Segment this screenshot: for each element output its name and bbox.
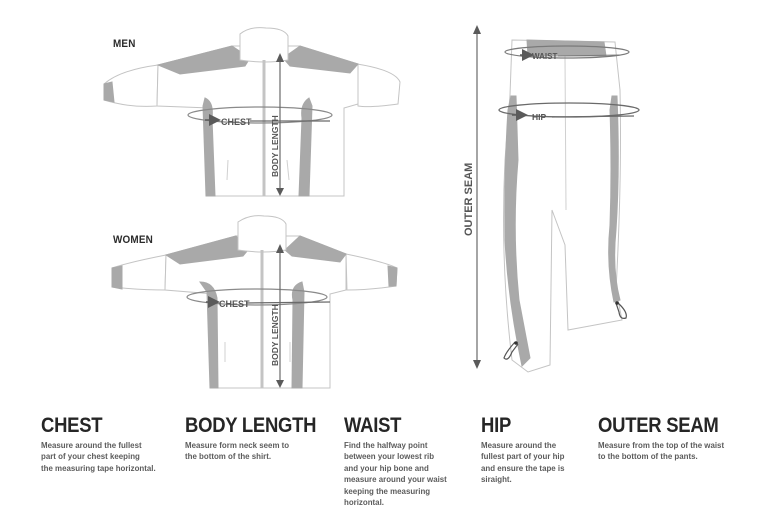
men-chest-tape <box>187 106 333 124</box>
women-label: WOMEN <box>113 234 153 246</box>
women-chest-label: CHEST <box>219 299 250 309</box>
men-chest-label: CHEST <box>221 117 252 127</box>
measurement-title: WAIST <box>344 414 402 437</box>
measurement-waist: WAIST Find the halfway point between you… <box>344 414 456 508</box>
outer-seam-label: OUTER SEAM <box>463 163 475 236</box>
measurement-body-length: BODY LENGTH Measure form neck seem to th… <box>185 414 334 463</box>
measurement-description: Measure around the fullest part of your … <box>481 440 565 485</box>
measurement-description: Measure from the top of the waist to the… <box>598 440 725 462</box>
measurement-outer-seam: OUTER SEAM Measure from the top of the w… <box>598 414 735 463</box>
pants <box>503 39 623 373</box>
men-jacket <box>103 27 401 197</box>
women-chest-tape <box>186 288 328 306</box>
hip-tape <box>498 102 640 118</box>
waist-label: WAIST <box>532 52 557 61</box>
measurement-chest: CHEST Measure around the fullest part of… <box>41 414 166 474</box>
women-jacket <box>111 215 398 389</box>
hip-label: HIP <box>532 112 547 122</box>
measurement-title: OUTER SEAM <box>598 414 719 437</box>
measurement-title: BODY LENGTH <box>185 414 317 437</box>
measurement-description: Measure form neck seem to the bottom of … <box>185 440 290 462</box>
waist-tape <box>504 45 630 59</box>
measurement-description: Measure around the fullest part of your … <box>41 440 156 473</box>
women-body-length-label: BODY LENGTH <box>270 304 280 366</box>
men-body-length-label: BODY LENGTH <box>270 115 280 177</box>
measurement-description: Find the halfway point between your lowe… <box>344 440 447 508</box>
measurement-title: CHEST <box>41 414 103 437</box>
measurement-hip: HIP Measure around the fullest part of y… <box>481 414 572 486</box>
measurement-title: HIP <box>481 414 512 437</box>
men-label: MEN <box>113 38 136 50</box>
